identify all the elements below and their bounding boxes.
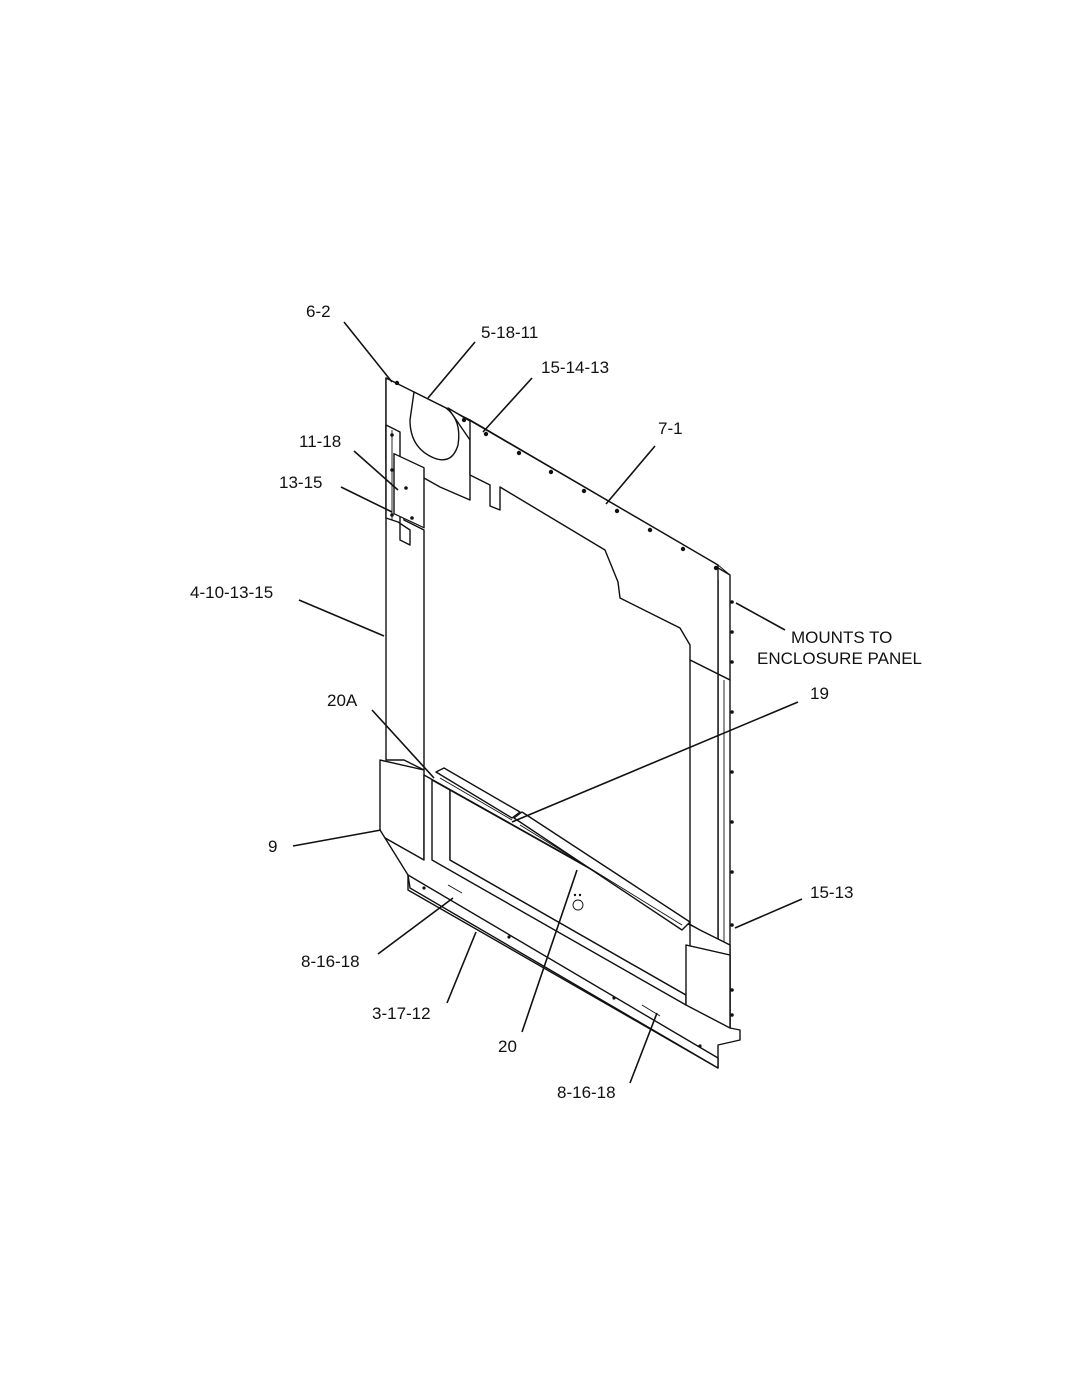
right-rail-inner bbox=[689, 659, 719, 941]
callout-13-15: 13-15 bbox=[279, 473, 322, 492]
callout-labels: 6-2 5-18-11 15-14-13 7-1 11-18 13-15 4-1… bbox=[190, 302, 922, 1102]
callout-mounts-to: MOUNTS TO bbox=[791, 628, 892, 647]
leader-lines bbox=[292, 321, 803, 1084]
callout-20: 20 bbox=[498, 1037, 517, 1056]
top-rail-bolts bbox=[394, 380, 719, 571]
drain-hole bbox=[572, 899, 584, 911]
callout-20a: 20A bbox=[327, 691, 358, 710]
callout-7-1: 7-1 bbox=[658, 419, 683, 438]
callout-15-13: 15-13 bbox=[810, 883, 853, 902]
callout-6-2: 6-2 bbox=[306, 302, 331, 321]
callout-9: 9 bbox=[268, 837, 277, 856]
callout-8-16-18-right: 8-16-18 bbox=[557, 1083, 616, 1102]
callout-3-17-12: 3-17-12 bbox=[372, 1004, 431, 1023]
callout-8-16-18-left: 8-16-18 bbox=[301, 952, 360, 971]
seal-strip-20a bbox=[435, 767, 521, 819]
top-rail-face bbox=[469, 419, 719, 675]
seal-strip-20 bbox=[513, 811, 691, 931]
callout-15-14-13: 15-14-13 bbox=[541, 358, 609, 377]
right-rail-bolts bbox=[730, 600, 734, 1017]
panel-frame-drawing bbox=[379, 377, 741, 1069]
callout-19: 19 bbox=[810, 684, 829, 703]
callout-enclosure-panel: ENCLOSURE PANEL bbox=[757, 649, 922, 668]
hinge-plate bbox=[393, 452, 425, 529]
callout-5-18-11: 5-18-11 bbox=[481, 323, 538, 342]
callout-4-10-13-15: 4-10-13-15 bbox=[190, 583, 273, 602]
callout-11-18: 11-18 bbox=[299, 432, 341, 451]
